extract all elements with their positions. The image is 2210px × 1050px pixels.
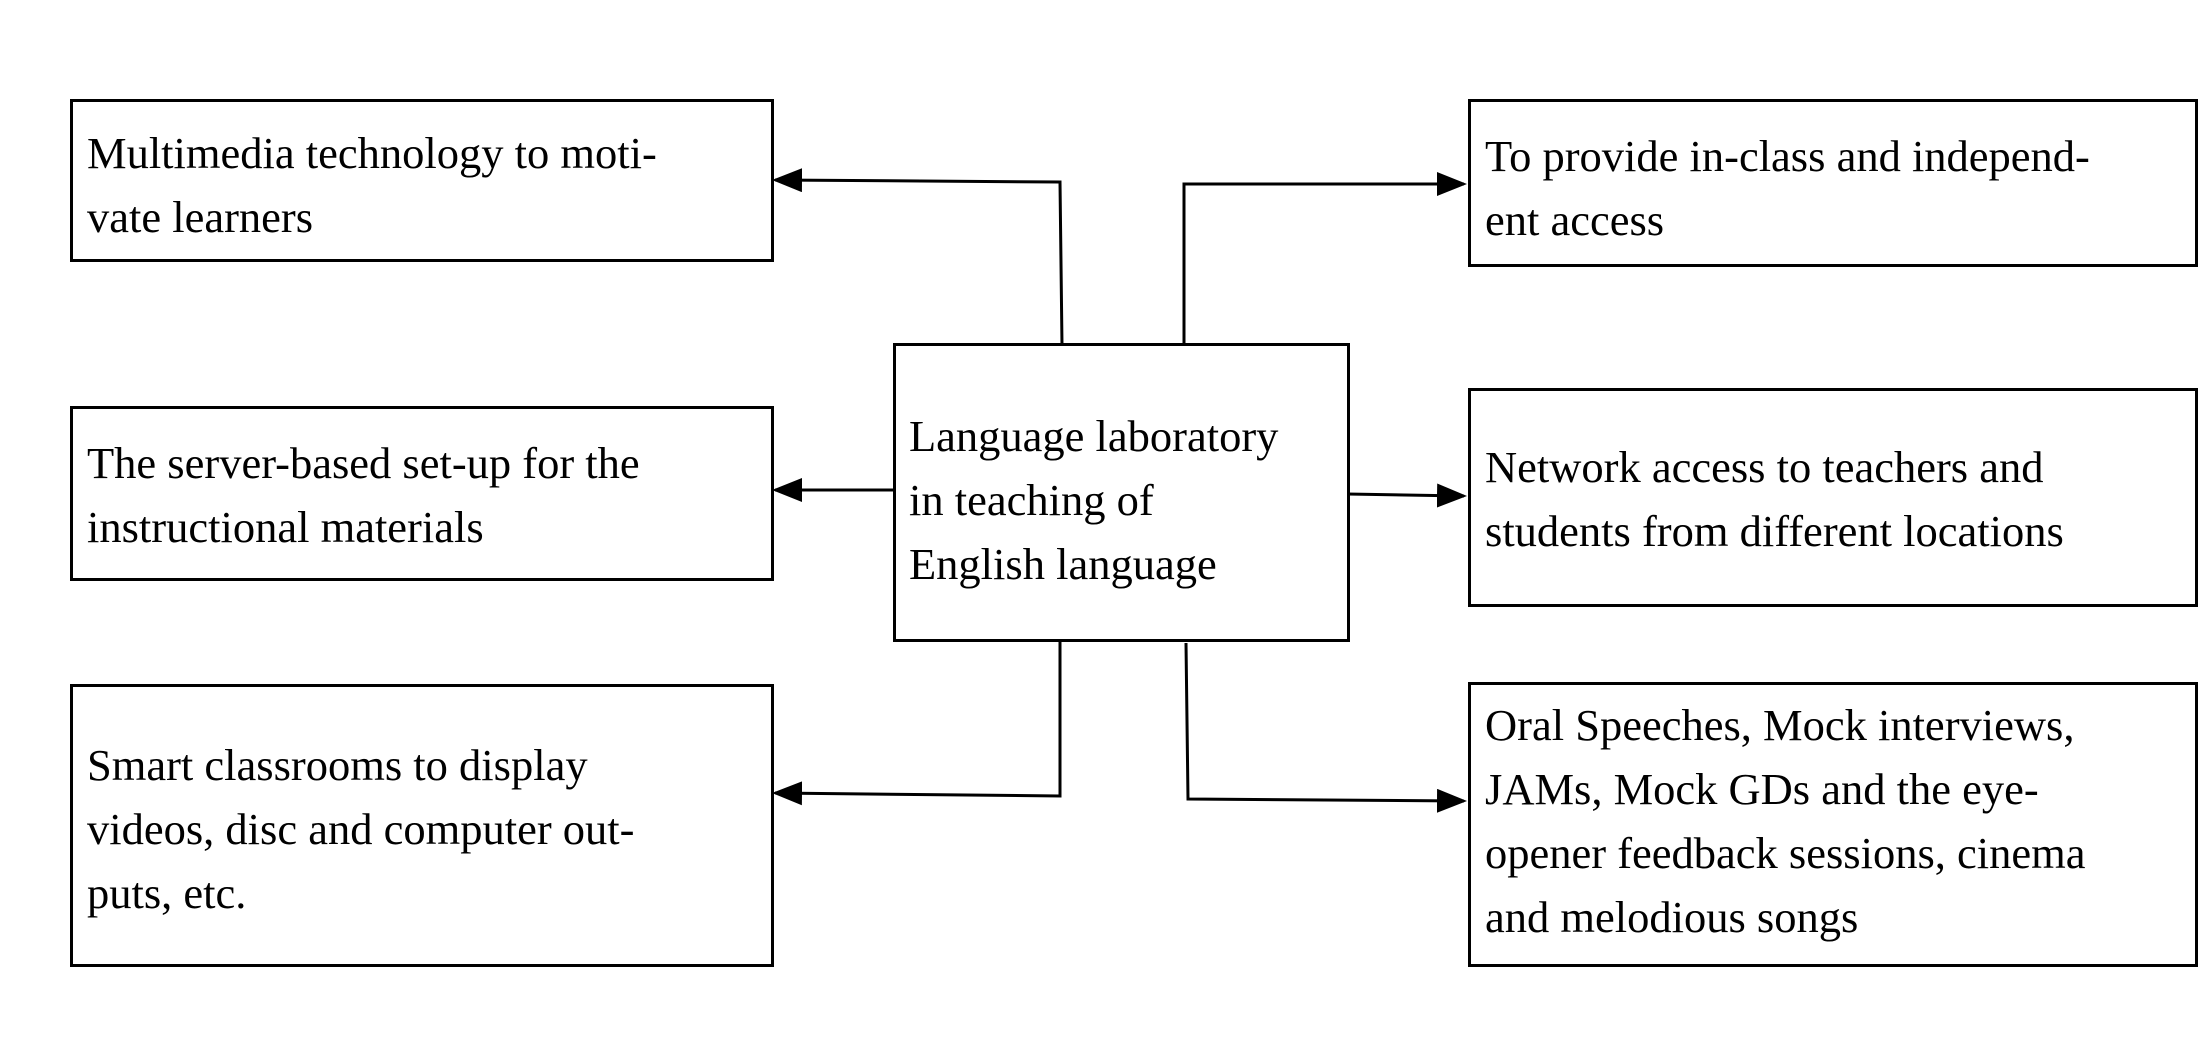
arrow-to-bottom-left [772,641,1062,806]
box-in-class-access-label: To provide in-class and independ- ent ac… [1485,131,2090,245]
box-oral-speeches-label: Oral Speeches, Mock interviews, JAMs, Mo… [1485,700,2086,942]
arrow-to-top-right [1182,172,1467,345]
box-oral-speeches: Oral Speeches, Mock interviews, JAMs, Mo… [1468,682,2198,967]
box-multimedia-technology-label: Multimedia technology to moti- vate lear… [87,128,657,242]
box-server-setup: The server-based set-up for the instruct… [70,406,774,581]
arrow-to-mid-right [1346,483,1467,508]
box-smart-classrooms-label: Smart classrooms to display videos, disc… [87,740,635,918]
box-network-access-label: Network access to teachers and students … [1485,442,2064,556]
box-network-access: Network access to teachers and students … [1468,388,2198,607]
box-server-setup-label: The server-based set-up for the instruct… [87,438,640,552]
arrow-to-bottom-right [1184,642,1467,813]
box-in-class-access: To provide in-class and independ- ent ac… [1468,99,2198,267]
center-box: Language laboratory in teaching of Engli… [893,343,1350,642]
arrow-to-top-left [772,168,1064,346]
box-smart-classrooms: Smart classrooms to display videos, disc… [70,684,774,967]
box-multimedia-technology: Multimedia technology to moti- vate lear… [70,99,774,262]
center-box-label: Language laboratory in teaching of Engli… [909,411,1279,589]
